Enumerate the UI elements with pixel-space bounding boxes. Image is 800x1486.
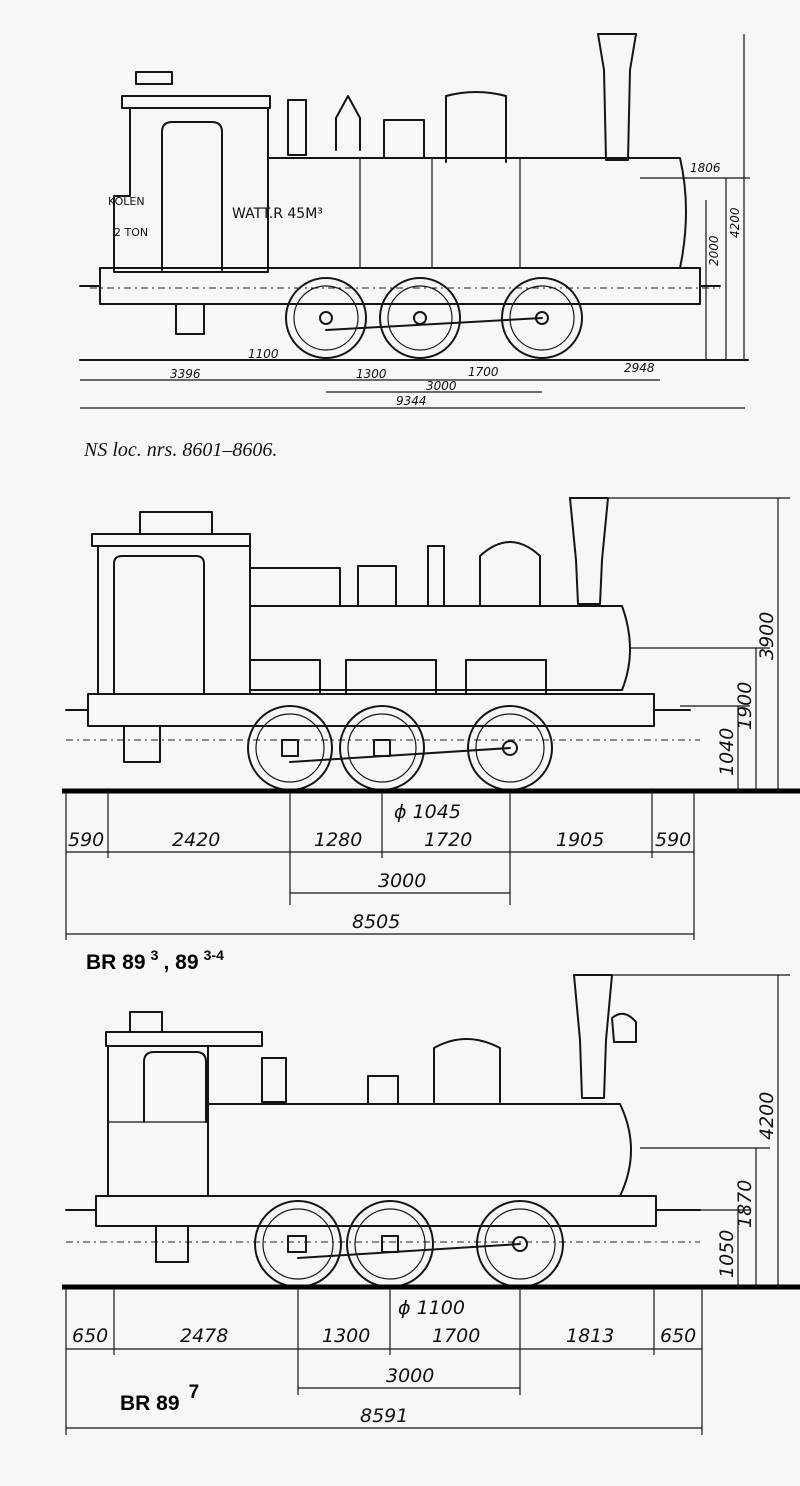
wheel-3: [501, 277, 583, 359]
boiler-shape: [207, 1103, 632, 1197]
cab-window-shape: [143, 1051, 207, 1123]
buffer-step-shape: [175, 303, 205, 335]
steam-dome-shape: [445, 91, 507, 163]
frame-shape: [95, 1195, 657, 1227]
dim-1-height-0: 1806: [690, 161, 721, 175]
cab-side-box-shape: [249, 567, 341, 607]
wheel-2: [339, 705, 425, 791]
drawing-br-89-3: [62, 497, 800, 940]
coal-label: KOLEN: [108, 195, 145, 208]
dim-3-h-2: 1300: [322, 1325, 370, 1347]
dim-3-height-1: 1870: [734, 1180, 756, 1228]
cab-shape: [113, 107, 269, 273]
cab-window-shape: [113, 555, 205, 695]
dim-1-h-0: 3396: [170, 367, 201, 381]
safety-valve-shape: [261, 1057, 287, 1103]
dim-3-wheelbase: 3000: [386, 1365, 434, 1387]
cab-roof-vent-shape: [135, 71, 173, 85]
dim-1-h-1: 1300: [356, 367, 387, 381]
wheel-1: [247, 705, 333, 791]
dim-2-wheelbase: 3000: [378, 870, 426, 892]
steam-dome-shape: [479, 541, 541, 607]
water-capacity-label: WATT.R 45M³: [232, 206, 323, 222]
dim-1-h-2: 1700: [468, 365, 499, 379]
cab-roof-shape: [91, 533, 251, 547]
dim-3-wheel: ϕ 1100: [398, 1297, 465, 1319]
coal-amount-label: 2 TON: [114, 226, 148, 239]
dim-2-h-1: 2420: [172, 829, 220, 851]
coupling-rod: [289, 747, 511, 763]
caption-br-89-3: BR 89 3 , 89 3-4: [86, 945, 224, 974]
dim-3-h-1: 2478: [180, 1325, 228, 1347]
steam-dome-shape: [433, 1038, 501, 1103]
dim-2-height-0: 3900: [756, 612, 778, 660]
dim-1-h-3: 2948: [624, 361, 655, 375]
dim-2-h-4: 1905: [556, 829, 604, 851]
dim-1-wheelbase: 3000: [426, 379, 457, 393]
chimney-shape: [597, 33, 637, 161]
dim-1-wheel: 1100: [248, 347, 279, 361]
dim-3-h-5: 650: [660, 1325, 696, 1347]
wheel-2: [346, 1200, 434, 1288]
dim-2-h-0: 590: [68, 829, 104, 851]
dim-2-wheel: ϕ 1045: [394, 801, 461, 823]
caption-ns-8601: NS loc. nrs. 8601–8606.: [83, 439, 277, 461]
dim-2-h-2: 1280: [314, 829, 362, 851]
dim-3-height-0: 4200: [756, 1092, 778, 1140]
dim-3-h-0: 650: [72, 1325, 108, 1347]
whistle-shape: [335, 95, 361, 151]
frame-shape: [99, 267, 701, 305]
boiler-shape: [267, 157, 687, 269]
dim-2-h-3: 1720: [424, 829, 472, 851]
coupling-rod: [297, 1243, 521, 1259]
dim-3-overall: 8591: [360, 1405, 408, 1427]
cab-step-shape: [155, 1225, 189, 1263]
dim-3-h-3: 1700: [432, 1325, 480, 1347]
cab-shape: [107, 1045, 209, 1197]
drawing-ns-8601: [79, 33, 750, 409]
headlamp-shape: [611, 1012, 637, 1043]
dim-3-height-2: 1050: [716, 1230, 738, 1278]
dim-2-height-2: 1040: [716, 728, 738, 776]
boiler-shape: [249, 605, 631, 691]
wheel-2: [379, 277, 461, 359]
wheel-1: [285, 277, 367, 359]
coupling-rod: [325, 317, 543, 331]
wheel-1: [254, 1200, 342, 1288]
safety-valve-shape: [427, 545, 445, 607]
cab-roof-shape: [121, 95, 271, 109]
cab-roof-vent-shape: [129, 1011, 163, 1033]
dim-2-height-1: 1900: [734, 682, 756, 730]
dim-3-h-4: 1813: [566, 1325, 614, 1347]
caption-br-89-7: BR 89 7: [120, 1382, 199, 1415]
drawing-br-89-7: [62, 974, 800, 1435]
safety-valve-shape: [287, 99, 307, 156]
sand-dome-shape: [383, 119, 425, 159]
dim-2-overall: 8505: [352, 911, 400, 933]
chimney-shape: [573, 974, 613, 1099]
cab-door-shape: [161, 121, 223, 271]
dim-1-height-2: 4200: [728, 207, 742, 238]
sand-dome-shape: [357, 565, 397, 607]
sand-dome-shape: [367, 1075, 399, 1105]
cab-roof-shape: [105, 1031, 263, 1047]
cab-shape: [97, 545, 251, 695]
cab-step-shape: [123, 725, 161, 763]
dim-1-overall: 9344: [396, 394, 427, 408]
cab-roof-vent-shape: [139, 511, 213, 535]
frame-shape: [87, 693, 655, 727]
dim-2-h-5: 590: [655, 829, 691, 851]
chimney-shape: [569, 497, 609, 605]
dim-1-height-1: 2000: [707, 235, 721, 266]
